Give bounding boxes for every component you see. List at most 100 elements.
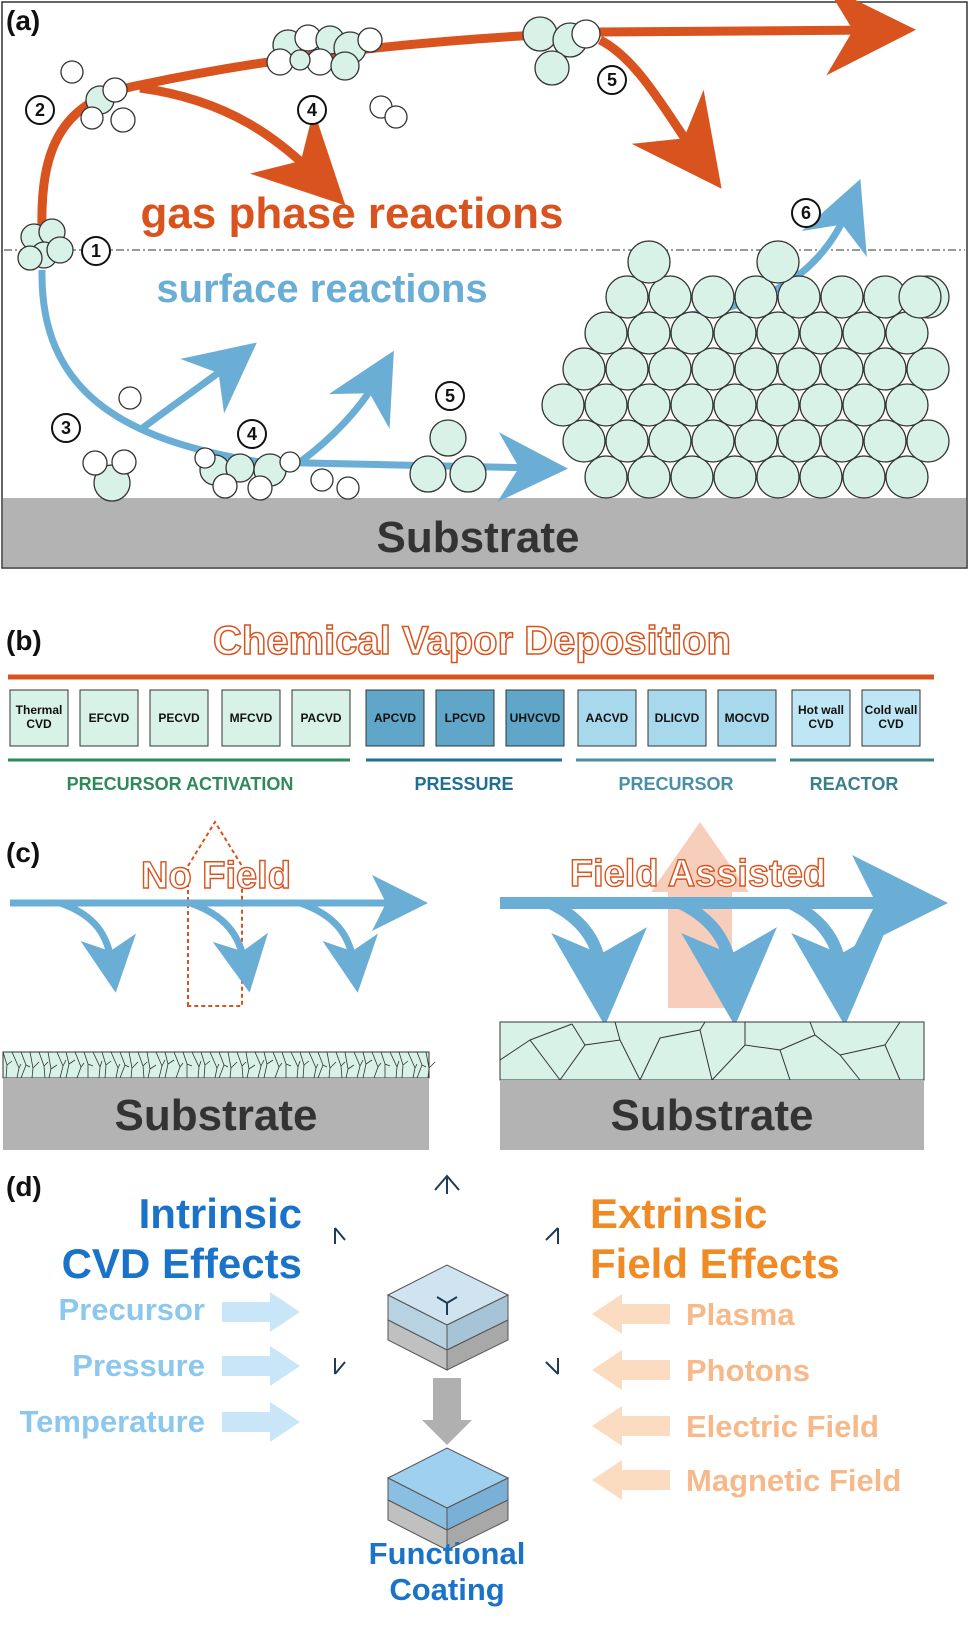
stack-sphere bbox=[670, 383, 714, 427]
method-box-label: APCVD bbox=[374, 711, 416, 725]
extrinsic-arrows bbox=[592, 1294, 670, 1500]
stack-sphere bbox=[605, 419, 649, 463]
surface-reactions-label: surface reactions bbox=[156, 267, 487, 311]
gas-branch-arrow-2 bbox=[597, 35, 722, 189]
method-box-label: PECVD bbox=[158, 711, 200, 725]
stack-sphere bbox=[734, 275, 778, 319]
stack-sphere bbox=[691, 275, 735, 319]
molecule-atom bbox=[306, 48, 334, 76]
coarse-grain-film bbox=[499, 1021, 925, 1081]
step-marker: 4 bbox=[237, 419, 267, 449]
down-arrow bbox=[422, 1378, 472, 1445]
dashed-field-outline bbox=[187, 820, 243, 1007]
stack-sphere bbox=[842, 311, 886, 355]
stack-sphere bbox=[605, 347, 649, 391]
deposit-arrow-left-1 bbox=[58, 899, 137, 993]
svg-text:1: 1 bbox=[91, 241, 101, 261]
stack-sphere bbox=[820, 347, 864, 391]
stack-sphere bbox=[756, 311, 800, 355]
stack-sphere bbox=[605, 275, 649, 319]
stack-sphere bbox=[799, 383, 843, 427]
axis-markers bbox=[334, 1174, 559, 1375]
stack-sphere bbox=[562, 419, 606, 463]
molecule-atom bbox=[357, 27, 383, 53]
method-box-label: UHVCVD bbox=[510, 711, 561, 725]
panel-d-letter: (d) bbox=[6, 1171, 42, 1202]
svg-text:5: 5 bbox=[607, 70, 617, 90]
extrinsic-item-electric-field: Electric Field bbox=[686, 1409, 879, 1444]
method-box-label: LPCVD bbox=[445, 711, 486, 725]
crystal-stack bbox=[541, 240, 950, 499]
svg-text:4: 4 bbox=[307, 100, 317, 120]
stack-sphere bbox=[648, 275, 692, 319]
category-activation: PRECURSOR ACTIVATION bbox=[67, 774, 294, 794]
stack-sphere bbox=[734, 347, 778, 391]
molecule-atom bbox=[194, 447, 216, 469]
gas-branch-arrow-1 bbox=[139, 83, 346, 206]
stack-sphere bbox=[777, 347, 821, 391]
stack-sphere bbox=[885, 383, 929, 427]
method-box-label: PACVD bbox=[300, 711, 341, 725]
stack-sphere bbox=[863, 347, 907, 391]
step-marker: 1 bbox=[81, 236, 111, 266]
molecule-atom bbox=[118, 386, 142, 410]
method-box-label: Cold wall bbox=[865, 703, 918, 717]
stack-sphere bbox=[820, 419, 864, 463]
molecule-atom bbox=[330, 51, 360, 81]
step-marker: 3 bbox=[51, 413, 81, 443]
stack-sphere bbox=[756, 383, 800, 427]
molecules bbox=[17, 16, 601, 502]
svg-text:3: 3 bbox=[61, 418, 71, 438]
method-box: MOCVD bbox=[717, 689, 777, 747]
substrate-label-a: Substrate bbox=[377, 513, 580, 562]
fine-grains bbox=[2, 1051, 436, 1079]
substrate-block-c-left bbox=[3, 1078, 429, 1150]
panel-d: (d) Intrinsic CVD Effects Extrinsic Fiel… bbox=[6, 1171, 901, 1607]
step-marker: 5 bbox=[597, 65, 627, 95]
molecule-atom bbox=[289, 49, 311, 71]
stack-sphere bbox=[842, 455, 886, 499]
stack-sphere bbox=[799, 455, 843, 499]
method-box-label: MOCVD bbox=[725, 711, 770, 725]
stack-sphere bbox=[777, 419, 821, 463]
step-marker: 5 bbox=[435, 381, 465, 411]
stack-sphere bbox=[906, 419, 950, 463]
stack-sphere bbox=[691, 347, 735, 391]
intrinsic-item-pressure: Pressure bbox=[72, 1348, 205, 1383]
method-box: PECVD bbox=[149, 689, 209, 747]
stack-sphere bbox=[820, 275, 864, 319]
stack-sphere bbox=[777, 275, 821, 319]
method-box-label: EFCVD bbox=[89, 711, 130, 725]
substrate-label-c-right: Substrate bbox=[611, 1091, 814, 1140]
substrate-label-c-left: Substrate bbox=[115, 1091, 318, 1140]
substrate-block-c-right bbox=[500, 1080, 924, 1150]
molecule-atom bbox=[522, 16, 558, 52]
molecule-atom bbox=[110, 107, 136, 133]
method-box-label: CVD bbox=[878, 717, 904, 731]
fine-grain-boundaries bbox=[2, 1051, 436, 1079]
molecule-atom bbox=[409, 455, 447, 493]
panel-b-letter: (b) bbox=[6, 625, 42, 656]
stack-sphere bbox=[627, 311, 671, 355]
stack-sphere bbox=[885, 455, 929, 499]
step-marker: 4 bbox=[297, 95, 327, 125]
stack-sphere bbox=[713, 455, 757, 499]
svg-text:4: 4 bbox=[247, 424, 257, 444]
method-box: APCVD bbox=[365, 689, 425, 747]
stack-sphere bbox=[541, 383, 585, 427]
method-box: EFCVD bbox=[79, 689, 139, 747]
method-box-label: Thermal bbox=[16, 703, 63, 717]
category-pressure: PRESSURE bbox=[414, 774, 513, 794]
molecule-atom bbox=[60, 60, 84, 84]
result-title-1: Functional bbox=[369, 1536, 526, 1571]
method-box-label: Hot wall bbox=[798, 703, 844, 717]
molecule-atom bbox=[102, 77, 128, 103]
deposit-arrow-left-3 bbox=[298, 899, 379, 993]
stack-sphere bbox=[627, 240, 671, 284]
extrinsic-item-photons: Photons bbox=[686, 1353, 810, 1388]
svg-text:2: 2 bbox=[35, 100, 45, 120]
extrinsic-item-plasma: Plasma bbox=[686, 1297, 795, 1332]
stack-sphere bbox=[734, 419, 778, 463]
